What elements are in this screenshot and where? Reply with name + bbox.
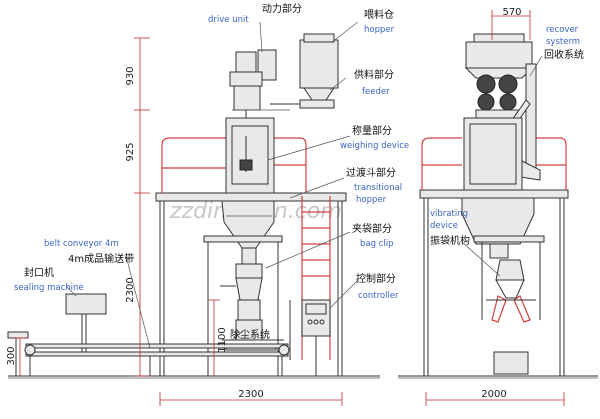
label-weighing-en: weighing device — [340, 141, 409, 151]
label-dust-cn: 除尘系统 — [230, 328, 270, 341]
ground-left — [8, 375, 380, 379]
label-bagclip-en: bag clip — [360, 239, 394, 249]
label-transitional-cn: 过渡斗部分 — [346, 166, 396, 179]
dim-930: 930 — [125, 66, 136, 85]
transitional-hopper — [221, 200, 275, 265]
dim-2300-horizontal: 2300 — [238, 389, 263, 400]
label-sealing-en: sealing machine — [14, 283, 84, 293]
label-transitional-en: transitional — [354, 183, 402, 193]
dim-2000: 2000 — [481, 389, 506, 400]
dim-width-left — [159, 392, 343, 406]
label-transitional-en2: hopper — [356, 195, 387, 205]
dim-925: 925 — [125, 142, 136, 161]
label-vibrating-cn: 振袋机构 — [430, 234, 470, 247]
label-weighing-cn: 称量部分 — [352, 124, 392, 137]
controller-cabinet — [301, 299, 331, 376]
label-controller-en: controller — [358, 291, 399, 301]
dim-top-right — [491, 10, 531, 40]
label-feeder-cn: 供料部分 — [354, 68, 394, 81]
label-drive-en: drive unit — [208, 15, 249, 25]
label-hopper-en: hopper — [364, 25, 395, 35]
dim-2300-vertical: 2300 — [125, 277, 136, 302]
side-bag-station — [493, 351, 529, 375]
label-recover-en: recover — [546, 25, 579, 35]
label-recover-en2: systerm — [546, 37, 580, 47]
label-controller-cn: 控制部分 — [356, 272, 396, 285]
label-sealing-cn: 封口机 — [24, 266, 54, 279]
side-transitional-hopper — [461, 197, 535, 259]
label-vibrating-en: vibrating — [430, 209, 468, 219]
dim-width-right — [425, 392, 565, 406]
side-railing — [421, 137, 567, 190]
side-top-unit — [464, 33, 534, 119]
label-bagclip-cn: 夹袋部分 — [352, 222, 392, 235]
vibrating-device — [473, 235, 545, 323]
hopper-feeder — [270, 33, 339, 109]
label-drive-cn: 动力部分 — [262, 2, 302, 15]
label-hopper-cn: 喂料仓 — [364, 8, 394, 21]
ground-right — [398, 375, 598, 379]
weighing-device — [225, 117, 275, 194]
dim-1100: 1100 — [217, 327, 228, 352]
front-railing — [161, 137, 307, 193]
dim-300: 300 — [6, 346, 17, 365]
leader-lines — [65, 21, 543, 349]
sealing-machine — [65, 293, 107, 352]
label-feeder-en: feeder — [362, 87, 390, 97]
side-weighing-body — [463, 117, 523, 191]
label-recover-cn: 回收系统 — [544, 48, 584, 61]
label-vibrating-en2: device — [430, 221, 458, 231]
dim-570: 570 — [502, 7, 521, 18]
label-belt-cn: 4m成品输送带 — [68, 252, 134, 265]
dim-verticals-left — [14, 37, 220, 377]
drive-unit — [229, 49, 290, 118]
label-belt-en: belt conveyor 4m — [44, 239, 119, 249]
